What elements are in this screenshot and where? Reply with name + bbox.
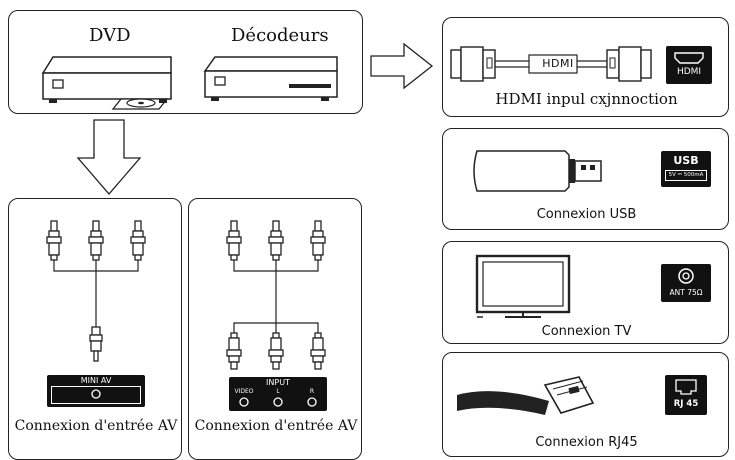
av-input-caption: Connexion d'entrée AV [194,418,358,434]
av-input-port: INPUT VIDEO L R [229,377,327,411]
jack-label-r: R [309,388,315,395]
jack-label-video: VIDEO [234,388,254,395]
rj45-badge-label: RJ 45 [673,399,699,409]
rj45-port-icon [675,379,697,395]
mini-av-port-label: MINI AV [80,376,112,385]
mini-av-inner-frame [51,386,141,404]
hdmi-cable-label: HDMI [542,57,574,70]
av-input-port-label: INPUT [266,378,290,387]
hdmi-port-icon [674,52,704,64]
av-mini-caption: Connexion d'entrée AV [14,418,178,434]
rca-triple-cable-icon [226,220,326,370]
tv-icon [475,254,571,318]
usb-panel: USB 5V ⎓ 500mA Connexion USB [442,128,729,230]
decoder-icon [203,56,338,101]
coax-port-icon [678,268,694,284]
arrow-down-icon [76,119,142,195]
usb-badge-title: USB [673,154,699,167]
usb-badge-sub: 5V ⎓ 500mA [665,170,707,181]
dvd-label: DVD [89,25,131,46]
mini-av-jack-icon [91,389,101,399]
av-input-panel: INPUT VIDEO L R Connexion d'entrée AV [188,198,362,460]
av-mini-panel: MINI AV Connexion d'entrée AV [8,198,182,460]
antenna-badge-label: ANT 75Ω [669,288,703,297]
av-input-jacks-icon [239,397,317,407]
mini-av-port: MINI AV [47,375,145,407]
arrow-right-icon [370,42,434,90]
usb-stick-icon [473,150,602,192]
hdmi-cable-icon [450,46,652,82]
source-panel: DVD Décodeurs [8,10,363,114]
usb-caption: Connexion USB [536,207,637,222]
rj45-caption: Connexion RJ45 [535,435,638,450]
hdmi-caption: HDMI inpul cxjnnoction [495,90,678,108]
dvd-player-icon [41,56,172,110]
tv-panel: ANT 75Ω Connexion TV [442,241,729,344]
rj45-panel: RJ 45 Connexion RJ45 [442,352,729,457]
hdmi-panel: HDMI HDMI HDMI inpul cxjnnoction [442,17,729,117]
rj45-port-badge: RJ 45 [665,375,707,415]
decoder-label: Décodeurs [231,25,329,46]
usb-port-badge: USB 5V ⎓ 500mA [661,151,711,187]
tv-caption: Connexion TV [541,324,632,339]
antenna-port-badge: ANT 75Ω [661,264,711,302]
hdmi-badge-label: HDMI [676,67,702,77]
rca-mini-av-cable-icon [46,220,146,362]
hdmi-port-badge: HDMI [666,46,712,84]
jack-label-l: L [276,388,280,395]
ethernet-cable-icon [457,376,595,415]
